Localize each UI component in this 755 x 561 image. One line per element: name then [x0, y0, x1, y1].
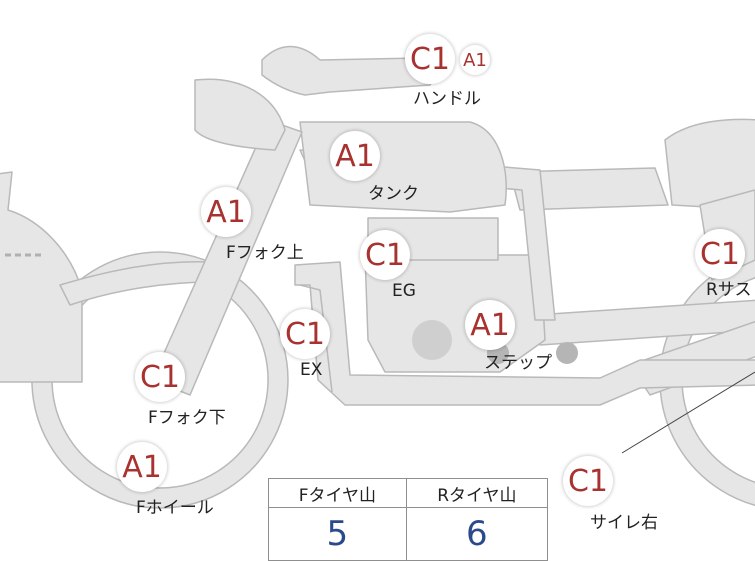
grade-badge-fwheel: A1	[117, 442, 167, 492]
grade-badge-step: A1	[465, 300, 515, 350]
rear-tire-header: Rタイヤ山	[405, 478, 549, 508]
part-label-ex: EX	[300, 360, 323, 380]
exhaust-pipe	[294, 261, 755, 406]
front-tire-header: Fタイヤ山	[268, 478, 407, 508]
front-fork	[151, 119, 303, 396]
front-fender	[0, 171, 83, 383]
footpeg-3	[556, 342, 578, 364]
part-label-tank: タンク	[368, 184, 419, 204]
part-label-silencer-right: サイレ右	[590, 513, 658, 533]
footpeg	[412, 320, 452, 360]
seat	[509, 167, 669, 211]
tire-table-value-row: 5 6	[268, 507, 549, 561]
part-label-step: ステップ	[484, 353, 552, 373]
grade-badge-ffork-lower: C1	[135, 352, 185, 402]
tire-tread-table: Fタイヤ山 Rタイヤ山 5 6	[268, 478, 549, 561]
rear-tire-value: 6	[405, 507, 549, 561]
grade-badge-tank: A1	[330, 131, 380, 181]
grade-badge-silencer-right: C1	[563, 456, 613, 506]
part-label-eg: EG	[392, 281, 416, 301]
tire-table-header-row: Fタイヤ山 Rタイヤ山	[268, 478, 549, 508]
part-label-rsus: Rサス	[706, 280, 752, 300]
part-label-fwheel: Fホイール	[136, 498, 214, 518]
seat-rear	[664, 118, 755, 211]
grade-badge-handle: C1	[405, 34, 455, 84]
part-label-ffork-upper: Fフォク上	[226, 243, 304, 263]
grade-badge-eg: C1	[360, 230, 410, 280]
grade-badge-handle-secondary: A1	[460, 45, 490, 75]
part-label-handle: ハンドル	[413, 89, 481, 109]
grade-badge-ex: C1	[280, 309, 330, 359]
front-tire-value: 5	[268, 507, 407, 561]
headlight	[194, 78, 286, 151]
grade-badge-ffork-upper: A1	[201, 187, 251, 237]
leader-line	[621, 371, 755, 454]
exhaust-pipe-2	[299, 284, 333, 393]
part-label-ffork-lower: Fフォク下	[148, 408, 226, 428]
grade-badge-rsus: C1	[695, 229, 745, 279]
